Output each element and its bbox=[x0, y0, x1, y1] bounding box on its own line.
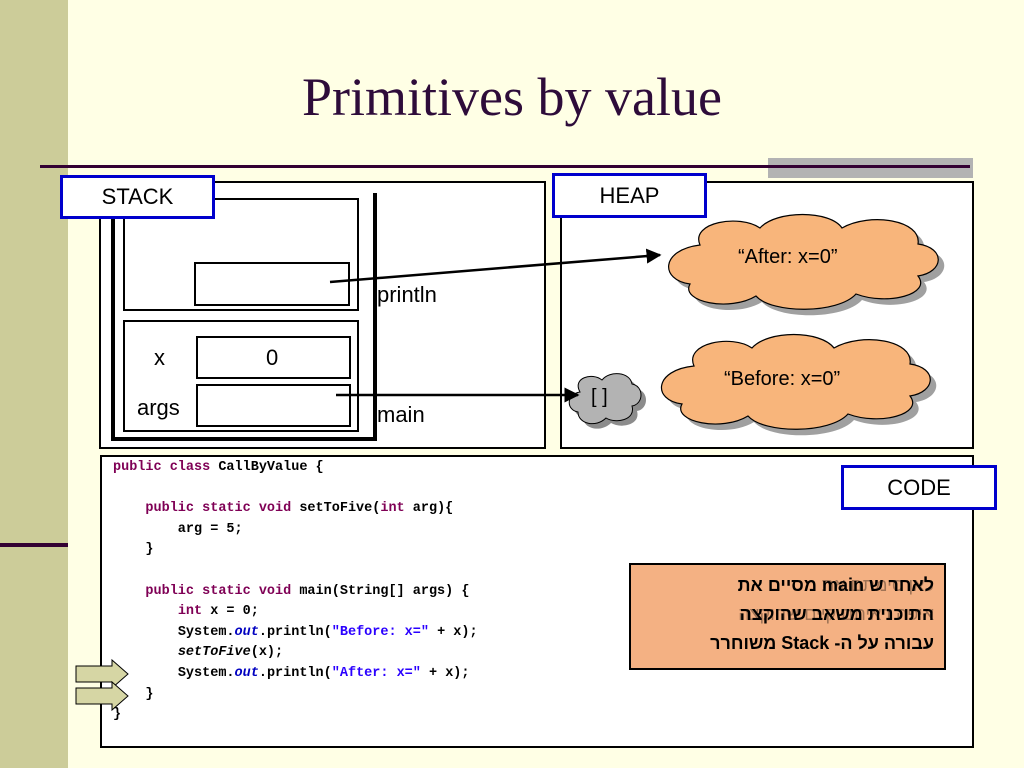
code-keyword: int bbox=[177, 604, 203, 620]
code-field: out bbox=[234, 665, 259, 681]
code-keyword: public class bbox=[113, 460, 211, 475]
sidebar-strip bbox=[0, 0, 68, 768]
stack-frame-println bbox=[123, 198, 359, 311]
title-rule bbox=[40, 165, 970, 168]
code-text: + x); bbox=[420, 665, 470, 681]
code-text: .println( bbox=[258, 665, 332, 681]
code-text: + x); bbox=[428, 624, 478, 640]
code-text: x = 0; bbox=[202, 604, 259, 620]
code-text: System. bbox=[177, 665, 235, 681]
code-text: } bbox=[113, 542, 154, 558]
note-line-2: התוכנית משאב שהוקצה bbox=[739, 604, 934, 624]
before-cloud bbox=[660, 333, 931, 430]
x-label: x bbox=[154, 345, 165, 370]
explanation-note: כאן סימתם את איפה ראיתם קיים שהוקצה לאחר… bbox=[629, 563, 946, 670]
note-line-1: לאחר ש main מסיים את bbox=[737, 575, 934, 595]
println-slot bbox=[194, 262, 350, 306]
code-text: System. bbox=[177, 624, 235, 640]
code-keyword: public static void bbox=[145, 583, 292, 599]
stack-frame-main bbox=[123, 320, 359, 432]
code-keyword: public static void bbox=[145, 501, 292, 517]
after-string: “After: x=0” bbox=[738, 246, 838, 268]
note-overlap-text: כאן סימתם את איפה ראיתם קיים שהוקצה bbox=[738, 571, 934, 629]
code-text: arg = 5; bbox=[113, 521, 243, 537]
code-text: .println( bbox=[258, 624, 332, 640]
println-arrow bbox=[329, 248, 662, 284]
code-keyword: int bbox=[380, 501, 405, 517]
code-text: } bbox=[113, 686, 154, 702]
args-label: args bbox=[137, 395, 180, 420]
x-slot bbox=[196, 336, 351, 379]
main-frame-label: main bbox=[377, 402, 425, 427]
stack-panel bbox=[99, 181, 546, 449]
code-text: } bbox=[113, 707, 122, 723]
code-string: "Before: x=" bbox=[331, 624, 429, 640]
println-frame-label: println bbox=[377, 282, 437, 307]
slide-title: Primitives by value bbox=[302, 67, 722, 127]
code-label: CODE bbox=[841, 465, 997, 510]
after-cloud bbox=[668, 213, 939, 310]
array-cloud bbox=[568, 373, 642, 425]
heap-label: HEAP bbox=[552, 173, 707, 218]
code-method-call: setToFive bbox=[177, 645, 251, 661]
execution-pointer-1 bbox=[75, 658, 129, 690]
code-string: "After: x=" bbox=[331, 665, 421, 681]
code-text: arg){ bbox=[404, 501, 454, 517]
x-value: 0 bbox=[266, 345, 279, 370]
note-ghost-line-1: כאן סימתם את bbox=[821, 575, 934, 595]
note-ghost-line-2: איפה ראיתם קיים שהוקצה bbox=[738, 604, 934, 624]
array-label: [ ] bbox=[591, 386, 608, 408]
note-line-3: עבורה על ה- Stack משוחרר bbox=[710, 633, 934, 653]
code-text: CallByValue { bbox=[210, 460, 324, 475]
title-accent-bar bbox=[768, 158, 973, 178]
code-listing: public class CallByValue { public static… bbox=[113, 458, 478, 726]
stack-label: STACK bbox=[60, 175, 215, 219]
code-field: out bbox=[234, 624, 259, 640]
before-string: “Before: x=0” bbox=[724, 368, 841, 390]
args-slot bbox=[196, 384, 351, 427]
code-text: main(String[] args) { bbox=[291, 583, 470, 599]
code-text: setToFive( bbox=[291, 501, 381, 517]
sidebar-divider bbox=[0, 543, 68, 547]
stack-outline bbox=[111, 193, 377, 441]
code-text: (x); bbox=[250, 645, 284, 661]
execution-pointer-2 bbox=[75, 680, 129, 712]
